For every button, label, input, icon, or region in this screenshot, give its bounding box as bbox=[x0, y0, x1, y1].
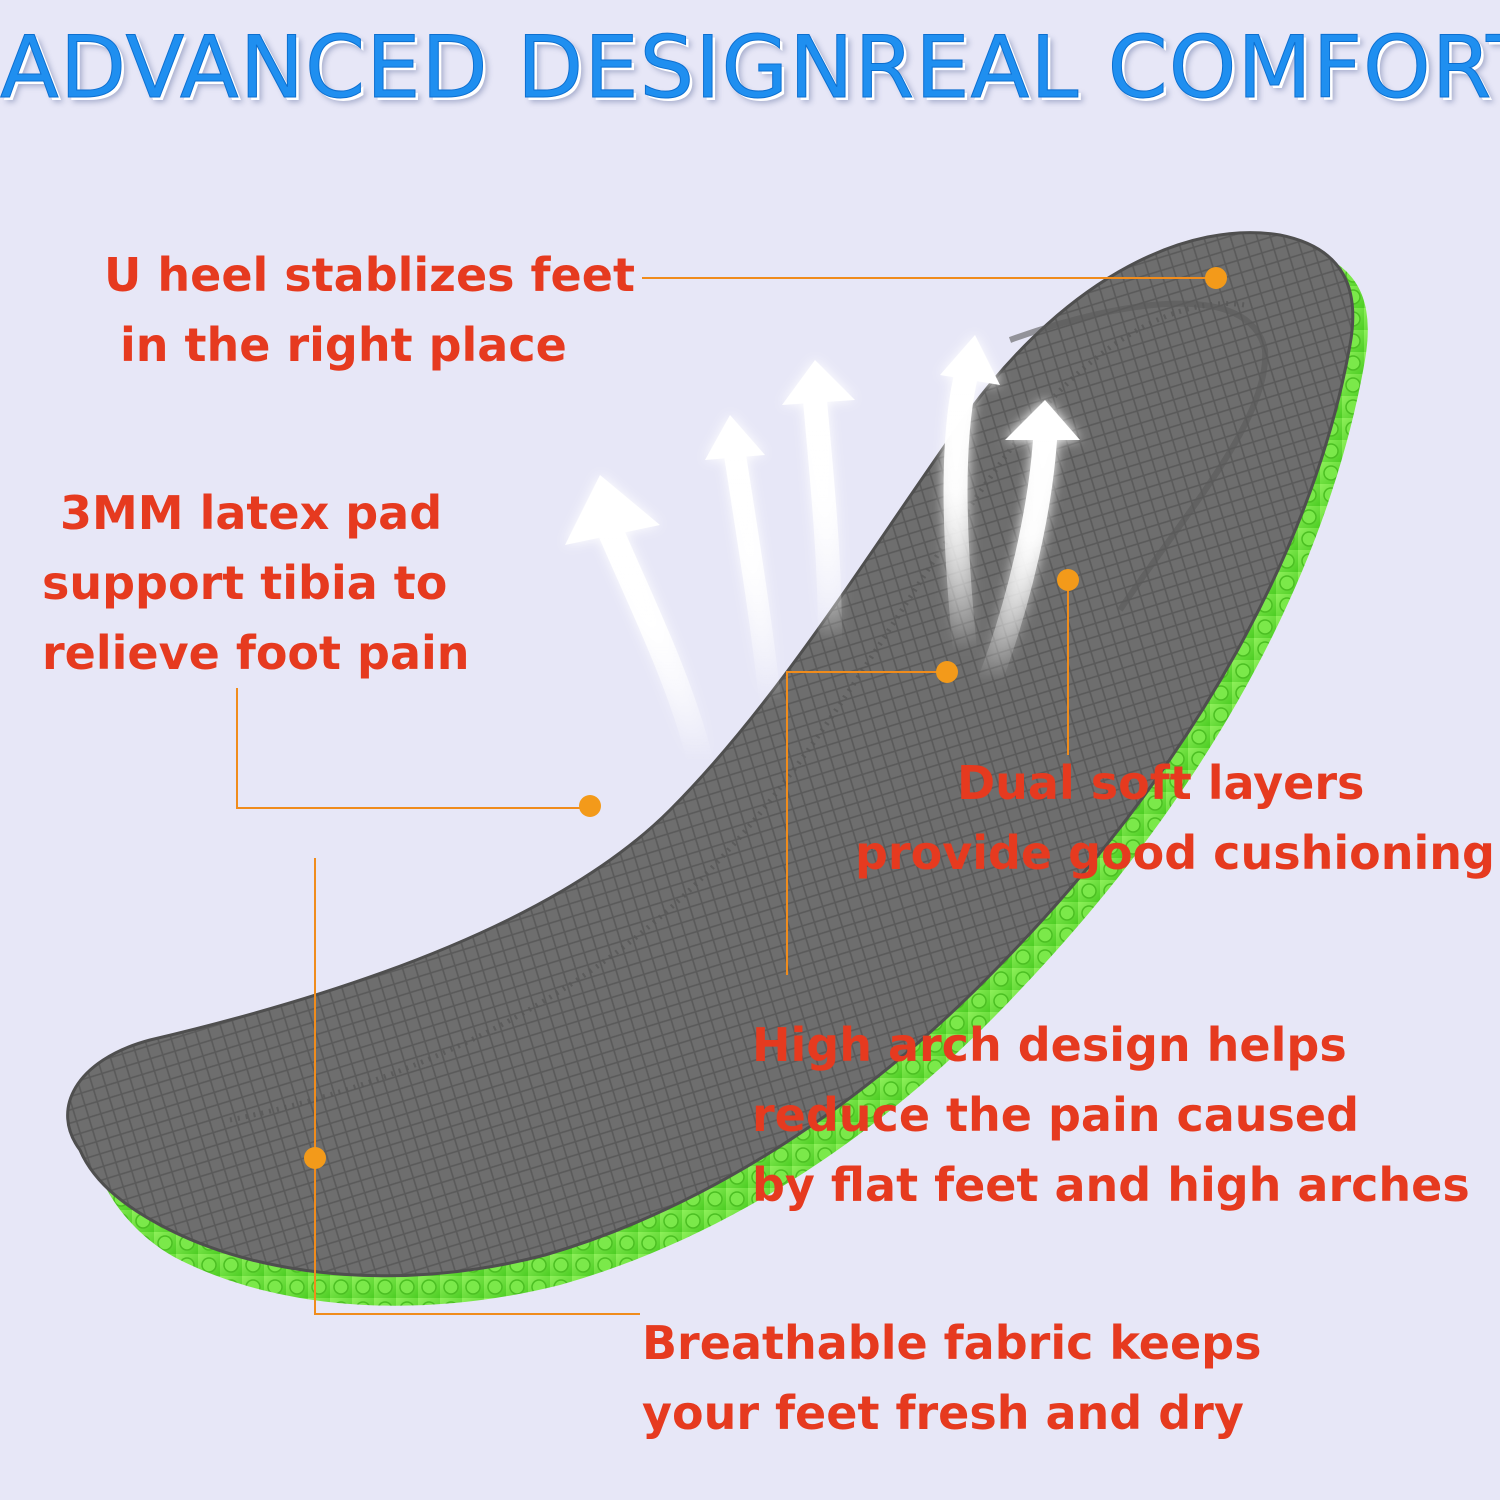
callout-line: provide good cushioning bbox=[855, 826, 1495, 880]
upward-arrow-icon bbox=[940, 335, 1000, 662]
callout-line: High arch design helps bbox=[752, 1018, 1347, 1072]
callout-line: U heel stablizes feet bbox=[104, 248, 635, 302]
insole-contour bbox=[229, 301, 1246, 1123]
headline: ADVANCED DESIGNREAL COMFORT bbox=[0, 18, 1500, 119]
callout-line: support tibia to bbox=[42, 556, 448, 610]
orange-dot-icon bbox=[1057, 569, 1079, 591]
callout-line: reduce the pain caused bbox=[752, 1088, 1360, 1142]
upward-arrow-icon bbox=[978, 400, 1080, 692]
upward-arrow-icon bbox=[782, 360, 855, 652]
callout-line: Breathable fabric keeps bbox=[642, 1316, 1262, 1370]
upward-arrow-icon bbox=[565, 475, 713, 773]
callout-dual-layers: Dual soft layers provide good cushioning bbox=[855, 748, 1495, 888]
upward-arrow-icon bbox=[705, 415, 781, 711]
callout-line: relieve foot pain bbox=[42, 626, 470, 680]
marker-dots bbox=[304, 267, 1227, 1169]
callout-high-arch: High arch design helps reduce the pain c… bbox=[752, 1010, 1470, 1220]
orange-dot-icon bbox=[579, 795, 601, 817]
callout-heel: U heel stablizes feet in the right place bbox=[104, 240, 635, 380]
leader-line-latex bbox=[236, 688, 590, 809]
callout-line: by flat feet and high arches bbox=[752, 1158, 1470, 1212]
callout-breathable: Breathable fabric keeps your feet fresh … bbox=[642, 1308, 1261, 1448]
callout-latex-pad: 3MM latex pad support tibia to relieve f… bbox=[42, 478, 470, 688]
leader-lines bbox=[236, 277, 1215, 1315]
callout-line: your feet fresh and dry bbox=[642, 1386, 1244, 1440]
orange-dot-icon bbox=[304, 1147, 326, 1169]
leader-line-arch bbox=[786, 671, 947, 975]
callout-line: Dual soft layers bbox=[957, 756, 1365, 810]
callout-line: 3MM latex pad bbox=[60, 486, 443, 540]
orange-dot-icon bbox=[1205, 267, 1227, 289]
leader-line-fabric bbox=[314, 858, 640, 1315]
callout-line: in the right place bbox=[120, 318, 567, 372]
heel-cup-contour bbox=[1008, 300, 1269, 612]
orange-dot-icon bbox=[936, 661, 958, 683]
airflow-arrows bbox=[565, 335, 1080, 773]
